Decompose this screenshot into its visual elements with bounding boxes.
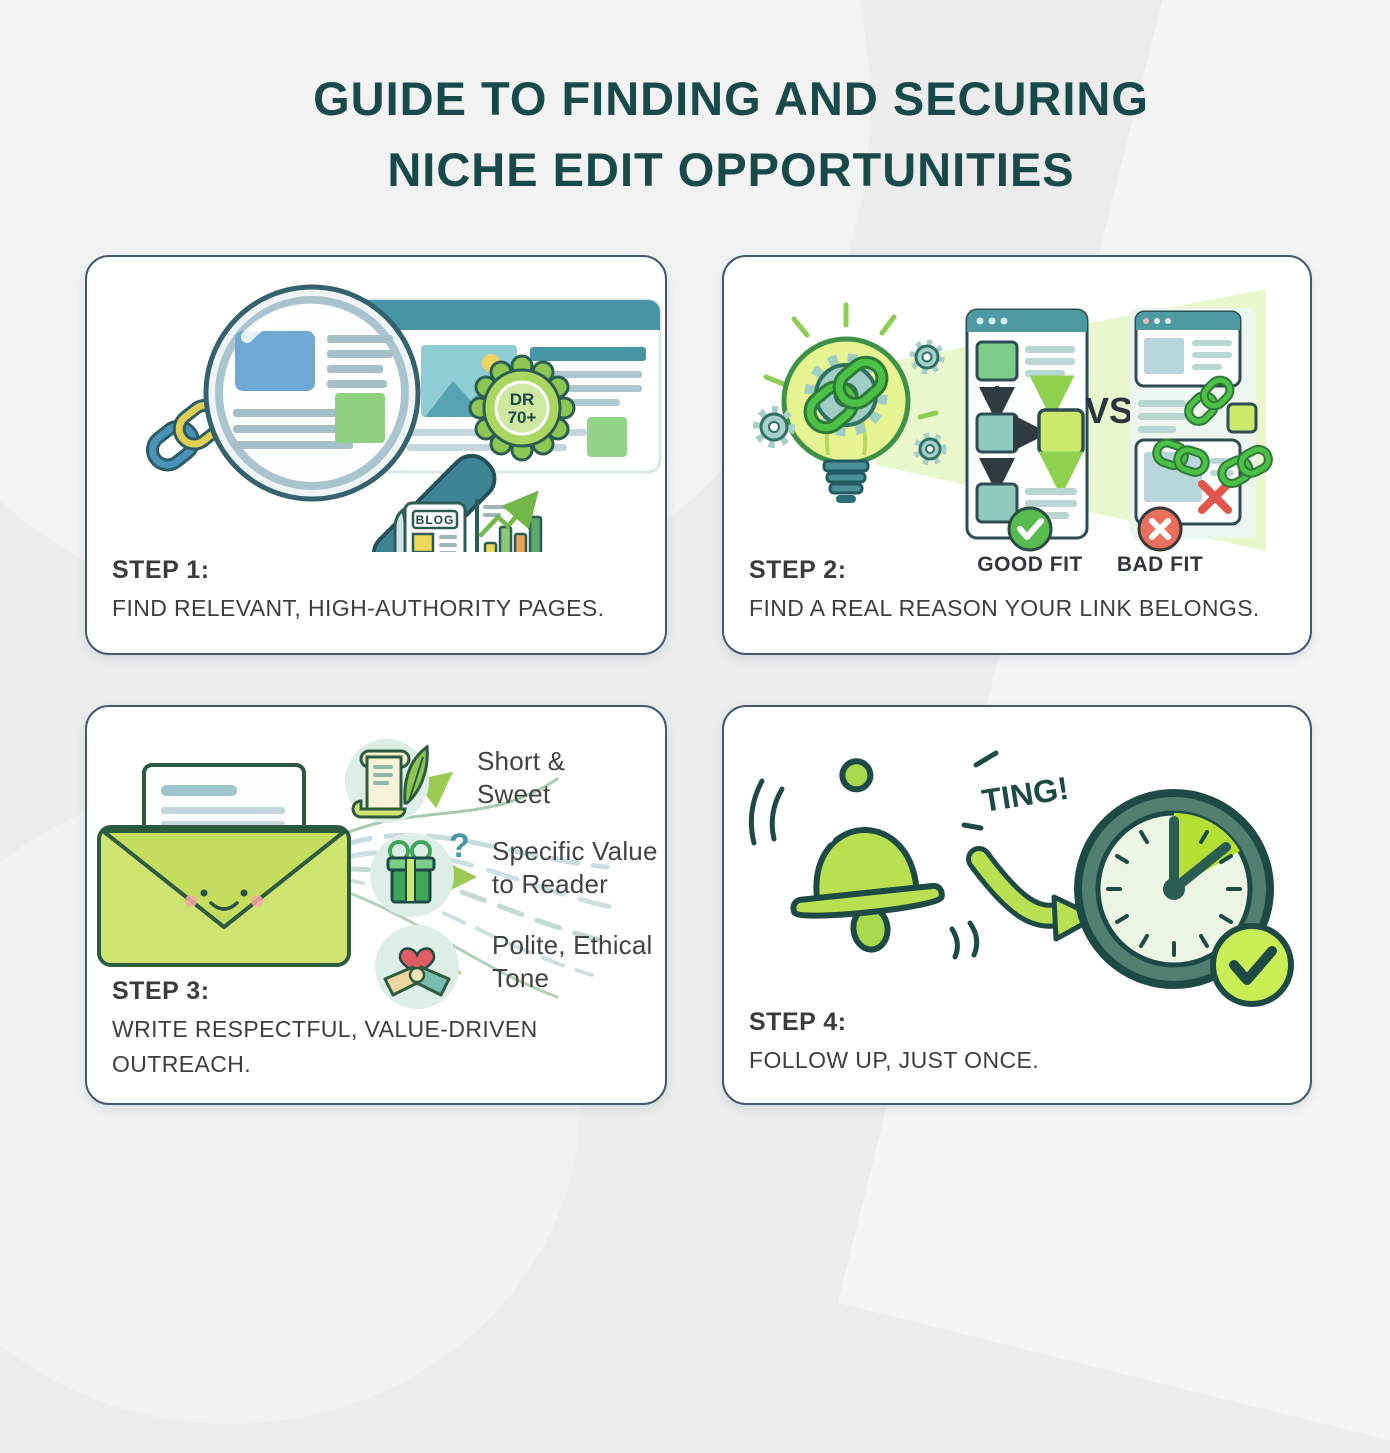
outreach-item-polite-tone: Polite, Ethical Tone <box>492 930 653 993</box>
dr-badge-text: DR <box>510 390 535 409</box>
bad-x-mark <box>1198 480 1232 514</box>
good-fit-check-icon <box>1007 506 1053 552</box>
gift-icon: ? <box>370 827 470 917</box>
step2-card: VS <box>722 255 1312 655</box>
step4-description: FOLLOW UP, JUST ONCE. <box>749 1047 1039 1073</box>
question-mark: ? <box>449 827 470 865</box>
bad-fit-x-icon <box>1137 506 1183 552</box>
bell-icon <box>790 758 945 953</box>
lightbulb-idea-icon <box>753 302 947 503</box>
outreach-item-specific-value: Specific Value to Reader <box>492 836 658 899</box>
gear-icon <box>753 406 795 448</box>
vs-label: VS <box>1085 390 1133 431</box>
blog-icon-label: BLOG <box>416 513 455 527</box>
dr-badge-icon: DR 70+ <box>468 354 576 462</box>
step2-illustration: VS <box>753 289 1273 552</box>
ting-sound-label: TING! <box>979 770 1071 819</box>
scroll-icon <box>345 739 429 823</box>
gear-icon <box>909 339 945 375</box>
good-fit-label: GOOD FIT <box>977 553 1083 576</box>
bar-chart-icon <box>475 490 543 552</box>
chain-link-icon <box>803 355 889 435</box>
step2-description: FIND A REAL REASON YOUR LINK BELONGS. <box>749 595 1260 621</box>
chain-link-icon <box>1184 375 1235 426</box>
page-title: GUIDE TO FINDING AND SECURING NICHE EDIT… <box>36 64 1390 205</box>
handshake-icon <box>375 925 459 1009</box>
step3-illustration: ? <box>97 739 615 1009</box>
blog-icon: BLOG <box>393 501 467 552</box>
step1-description: FIND RELEVANT, HIGH-AUTHORITY PAGES. <box>112 595 605 621</box>
step4-card: TING! <box>722 705 1312 1105</box>
step3-label: STEP 3: <box>112 977 210 1005</box>
chain-link-icon <box>1217 444 1273 489</box>
check-badge-icon <box>1210 923 1294 1007</box>
arrow-icon <box>966 846 1099 942</box>
step4-label: STEP 4: <box>749 1008 847 1036</box>
good-fit-panel <box>965 308 1089 540</box>
step4-illustration: TING! <box>748 750 1294 1007</box>
page-title-line2: NICHE EDIT OPPORTUNITIES <box>387 142 1075 196</box>
chain-link-icon <box>1152 438 1210 477</box>
step3-card: ? Short & Sweet Specific Value to Reader… <box>85 705 667 1105</box>
bad-fit-panel <box>1130 308 1273 538</box>
envelope-icon <box>97 763 351 967</box>
step1-card: DR 70+ BLOG STEP 1: FIND RELEVAN <box>85 255 667 655</box>
step1-label: STEP 1: <box>112 556 210 584</box>
outreach-item-short-sweet: Short & Sweet <box>477 746 566 809</box>
gear-icon <box>913 432 947 466</box>
clock-icon <box>1074 789 1294 1007</box>
page-title-line1: GUIDE TO FINDING AND SECURING <box>313 72 1149 125</box>
dr-badge-value: 70+ <box>508 408 537 427</box>
step2-label: STEP 2: <box>749 556 847 584</box>
bad-fit-label: BAD FIT <box>1116 553 1204 576</box>
step3-description: WRITE RESPECTFUL, VALUE-DRIVEN OUTREACH. <box>112 1016 538 1077</box>
step1-illustration: DR 70+ BLOG <box>145 284 662 552</box>
bell-motion-lines <box>748 750 999 960</box>
